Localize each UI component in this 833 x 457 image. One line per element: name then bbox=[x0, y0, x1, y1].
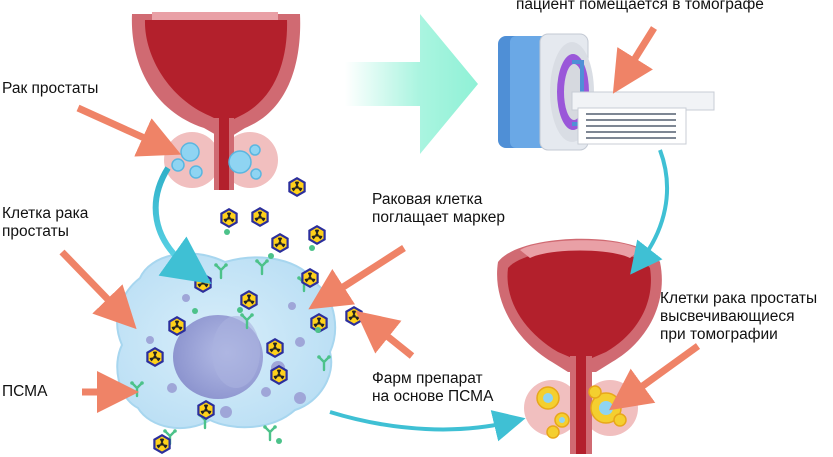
pointer-arrow-psma-drug bbox=[355, 310, 415, 359]
radioactive-marker-icon bbox=[345, 306, 363, 326]
big-transition-arrow bbox=[345, 14, 478, 154]
radioactive-marker-icon bbox=[153, 434, 171, 454]
glowing-cells-label: Клетки рака простаты высвечивающиеся при… bbox=[660, 290, 818, 343]
prostate-bottom bbox=[524, 380, 638, 440]
radioactive-marker-icon bbox=[308, 225, 326, 245]
pointer-arrow-cell-absorbs bbox=[308, 245, 406, 310]
pointer-arrow-glowing-cells bbox=[608, 343, 701, 411]
flow-arrow-cell-to-prostate bbox=[329, 410, 526, 442]
cell-absorbs-label: Раковая клетка поглащает маркер bbox=[372, 191, 505, 226]
pointer-arrow-scanner bbox=[612, 26, 657, 94]
psma-receptor-icon bbox=[262, 424, 278, 442]
flow-arrow-scanner-to-bladder bbox=[630, 149, 670, 275]
prostate-cancer-label: Рак простаты bbox=[2, 80, 99, 97]
bladder-top bbox=[131, 12, 301, 188]
radioactive-marker-icon bbox=[288, 177, 306, 197]
psma-label: ПСМА bbox=[2, 383, 48, 400]
scanner-icon bbox=[498, 33, 715, 151]
radioactive-marker-icon bbox=[251, 207, 269, 227]
scanner-caption: пациент помещается в томографе bbox=[516, 0, 764, 13]
flow-arrow-prostate-to-cell bbox=[152, 166, 212, 284]
psma-drug-label: Фарм препарат на основе ПСМА bbox=[372, 370, 494, 405]
pointer-arrow-prostate-cancer bbox=[76, 104, 182, 157]
cancer-cell-label: Клетка рака простаты bbox=[2, 205, 89, 240]
radioactive-marker-icon bbox=[220, 208, 238, 228]
pointer-arrow-cancer-cell bbox=[59, 249, 137, 330]
radioactive-marker-icon bbox=[271, 233, 289, 253]
prostate-top bbox=[164, 132, 278, 190]
